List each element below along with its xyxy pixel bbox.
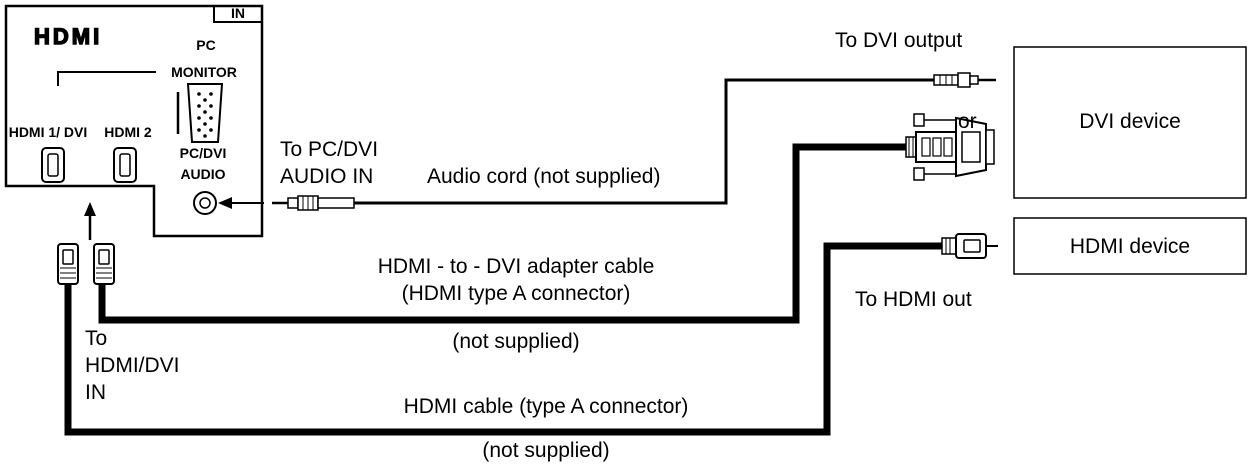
audio-cord-label: Audio cord (not supplied) <box>427 165 660 188</box>
to-dvi-output-label: To DVI output <box>835 29 962 52</box>
dvi-device-label: DVI device <box>1079 110 1181 133</box>
audio-cord <box>272 72 996 211</box>
hdmi-logo: HDMI <box>34 24 102 49</box>
adapter-not-supplied-label: (not supplied) <box>452 330 579 353</box>
adapter-dvi-plug <box>905 113 995 181</box>
pc-dvi-audio-jack <box>193 191 217 215</box>
to-pc-dvi-audio-in-line2: AUDIO IN <box>280 165 373 188</box>
to-hdmi-dvi-in-line2: HDMI/DVI <box>85 354 180 377</box>
or-label: or <box>958 110 977 133</box>
pc-monitor-vga-port <box>176 83 224 143</box>
to-hdmi-out-label: To HDMI out <box>855 288 972 311</box>
hdmi2-port <box>113 147 137 183</box>
hdmi-cable-device-plug <box>941 233 998 259</box>
hdmi-cable <box>57 233 998 436</box>
hdmi-cable-label: HDMI cable (type A connector) <box>404 395 689 418</box>
adapter-cable-label-line2: (HDMI type A connector) <box>402 282 631 305</box>
audio-in-arrow <box>218 197 264 209</box>
to-hdmi-dvi-in-line1: To <box>85 327 107 350</box>
audio-plug-device-end <box>933 72 996 88</box>
pc-dvi-audio-label-line2: AUDIO <box>180 166 225 182</box>
to-pc-dvi-audio-in-line1: To PC/DVI <box>280 138 378 161</box>
hdmi-cable-not-supplied-label: (not supplied) <box>482 439 609 462</box>
pc-dvi-audio-label-line1: PC/DVI <box>180 145 227 161</box>
adapter-cable-label-line1: HDMI - to - DVI adapter cable <box>378 255 655 278</box>
hdmi-cable-left-plug <box>57 243 79 285</box>
dvi-device-box: DVI device <box>1013 46 1247 199</box>
hdmi1-dvi-port <box>41 147 65 183</box>
hdmi-to-dvi-adapter-cable <box>93 113 995 324</box>
hdmi-device-label: HDMI device <box>1070 235 1190 258</box>
pc-monitor-label-line1: PC <box>196 37 215 53</box>
tv-input-panel: IN HDMI PC MONITOR HDMI 1/ DVI HDMI <box>4 4 264 238</box>
adapter-hdmi-plug <box>93 243 115 285</box>
hdmi-in-arrow <box>84 202 96 240</box>
hdmi1-dvi-port-label: HDMI 1/ DVI <box>9 124 88 140</box>
hdmi2-port-label: HDMI 2 <box>104 124 152 140</box>
pc-monitor-label-line2: MONITOR <box>171 64 237 80</box>
hdmi-device-box: HDMI device <box>1013 217 1247 275</box>
to-hdmi-dvi-in-line3: IN <box>85 381 106 404</box>
in-tag: IN <box>231 5 245 21</box>
audio-plug-panel-end <box>272 195 355 211</box>
